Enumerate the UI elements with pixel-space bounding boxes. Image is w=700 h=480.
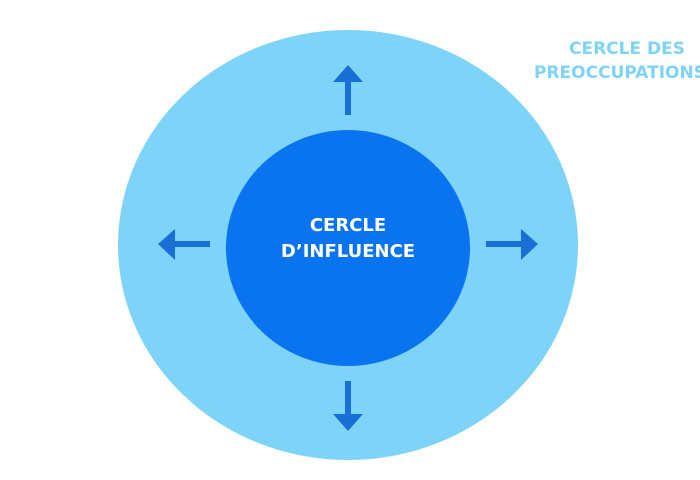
outer-label-line1: CERCLE DES [569,39,685,59]
outer-label-line2: PREOCCUPATIONS [534,63,700,83]
inner-circle-label: CERCLE D’INFLUENCE [226,213,470,265]
outer-circle-label: CERCLE DES PREOCCUPATIONS [520,37,700,85]
arrow-down-icon [333,381,363,431]
inner-label-line1: CERCLE [309,215,387,236]
arrow-right-icon [486,229,538,260]
inner-label-line2: D’INFLUENCE [280,241,416,262]
arrow-left-icon [158,229,210,260]
arrow-up-icon [333,65,363,115]
inner-circle-influence [226,130,470,366]
